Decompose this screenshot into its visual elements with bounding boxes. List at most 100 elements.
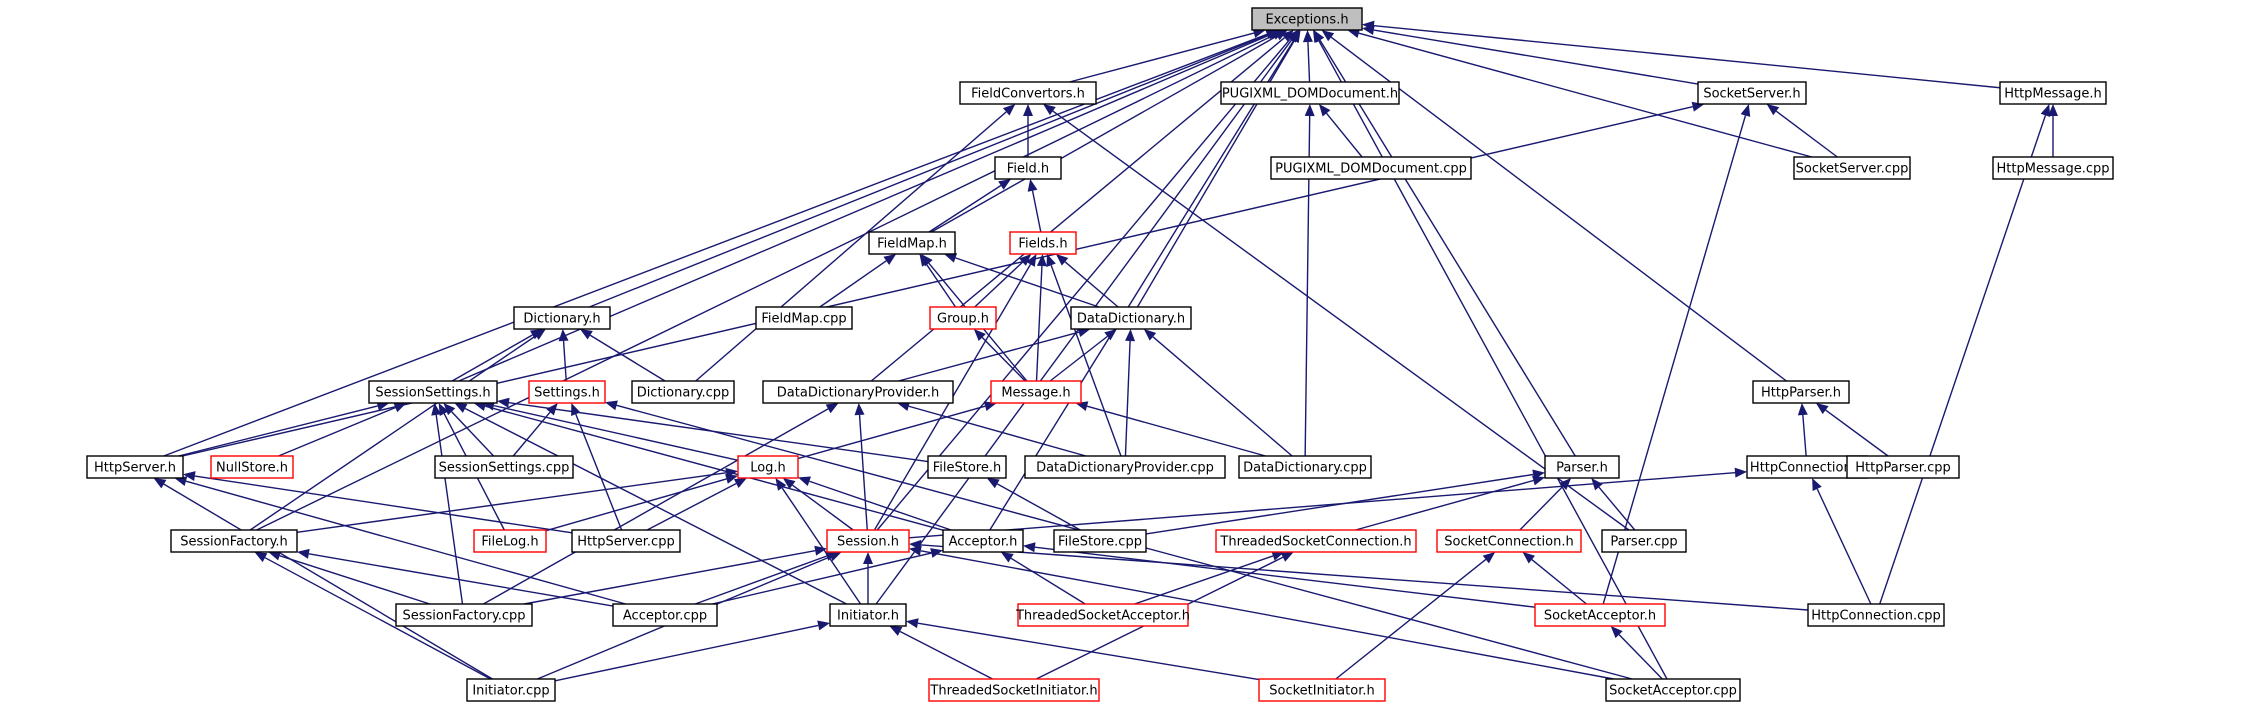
arrowhead-httpconnection_cpp-to-httpconnection_h <box>1812 478 1822 491</box>
node-httpconnection_h[interactable]: HttpConnection.h <box>1746 455 1868 479</box>
node-ddprovider_cpp[interactable]: DataDictionaryProvider.cpp <box>1024 455 1226 479</box>
node-box <box>990 380 1082 404</box>
node-datadictionary_cpp[interactable]: DataDictionary.cpp <box>1238 455 1372 479</box>
edge-socketacceptor_cpp-to-exceptions <box>1318 40 1668 680</box>
node-parser_h[interactable]: Parser.h <box>1544 455 1620 479</box>
node-socketinitiator_h[interactable]: SocketInitiator.h <box>1258 678 1386 702</box>
node-threadedsocketconnection_h[interactable]: ThreadedSocketConnection.h <box>1215 529 1417 553</box>
node-threadedsocketacceptor_h[interactable]: ThreadedSocketAcceptor.h <box>1015 603 1190 627</box>
edge-socketserver_cpp-to-socketserver_h <box>1775 110 1838 158</box>
node-fieldmap_h[interactable]: FieldMap.h <box>868 231 956 255</box>
node-sessionsettings_cpp[interactable]: SessionSettings.cpp <box>434 455 574 479</box>
node-label: Field.h <box>1007 162 1049 177</box>
node-label: DataDictionary.h <box>1077 312 1185 327</box>
node-httpmessage_cpp[interactable]: HttpMessage.cpp <box>1992 156 2114 180</box>
arrowhead-nullstore_h-to-sessionsettings_h <box>393 402 407 413</box>
arrowhead-fieldmap_h-to-field_h <box>998 179 1011 190</box>
node-threadedsocketinitiator_h[interactable]: ThreadedSocketInitiator.h <box>928 678 1100 702</box>
node-box <box>927 455 1007 479</box>
node-fieldconvertors[interactable]: FieldConvertors.h <box>959 81 1097 105</box>
node-httpparser_cpp[interactable]: HttpParser.cpp <box>1846 455 1960 479</box>
node-pugixml[interactable]: PUGIXML_DOMDocument.h <box>1220 81 1400 105</box>
node-dictionary_h[interactable]: Dictionary.h <box>513 306 611 330</box>
node-pugixml_cpp[interactable]: PUGIXML_DOMDocument.cpp <box>1270 156 1472 180</box>
edge-sessionfactory_cpp-to-session_h <box>523 549 816 605</box>
node-socketconnection_h[interactable]: SocketConnection.h <box>1436 529 1582 553</box>
node-ddprovider_h[interactable]: DataDictionaryProvider.h <box>762 380 954 404</box>
edge-socketacceptor_h-to-acceptor_h <box>1034 546 1536 608</box>
arrowhead-fields_h-to-field_h <box>1027 179 1038 192</box>
node-box <box>755 306 853 330</box>
arrowhead-session_h-to-log_h <box>782 478 796 490</box>
node-httpconnection_cpp[interactable]: HttpConnection.cpp <box>1807 603 1945 627</box>
edge-acceptor_cpp-to-httpserver_h <box>185 480 626 605</box>
node-httpparser_h[interactable]: HttpParser.h <box>1752 380 1850 404</box>
edge-fieldmap_h-to-exceptions <box>931 35 1278 233</box>
edge-ddprovider_cpp-to-fields_h <box>1050 265 1122 457</box>
edge-threadedsocketacceptor_h-to-threadedsocketconnection_h <box>1134 555 1274 605</box>
node-filestore_h[interactable]: FileStore.h <box>927 455 1007 479</box>
node-socketacceptor_h[interactable]: SocketAcceptor.h <box>1534 603 1666 627</box>
node-box <box>737 455 799 479</box>
edge-threadedsocketinitiator_h-to-initiator_h <box>899 630 993 680</box>
node-fieldmap_cpp[interactable]: FieldMap.cpp <box>755 306 853 330</box>
node-dictionary_cpp[interactable]: Dictionary.cpp <box>631 380 735 404</box>
node-box <box>1053 529 1147 553</box>
node-box <box>1436 529 1582 553</box>
node-acceptor_h[interactable]: Acceptor.h <box>942 529 1024 553</box>
node-httpmessage_h[interactable]: HttpMessage.h <box>1999 81 2107 105</box>
node-label: NullStore.h <box>216 461 288 476</box>
node-httpserver_h[interactable]: HttpServer.h <box>86 455 184 479</box>
node-box <box>1017 603 1189 627</box>
node-socketserver_h[interactable]: SocketServer.h <box>1697 81 1807 105</box>
arrowhead-session_h-to-httpconnection_h <box>1734 467 1747 478</box>
edge-initiator_cpp-to-initiator_h <box>554 624 819 682</box>
node-box <box>1258 678 1386 702</box>
node-nullstore_h[interactable]: NullStore.h <box>210 455 294 479</box>
node-fields_h[interactable]: Fields.h <box>1009 231 1077 255</box>
node-socketserver_cpp[interactable]: SocketServer.cpp <box>1793 156 1911 180</box>
arrowhead-settings_h-to-dictionary_h <box>558 329 569 342</box>
node-sessionfactory_cpp[interactable]: SessionFactory.cpp <box>395 603 533 627</box>
node-label: SessionSettings.cpp <box>439 461 570 476</box>
node-label: SessionSettings.h <box>375 386 490 401</box>
node-datadictionary_h[interactable]: DataDictionary.h <box>1070 306 1192 330</box>
edge-socketserver_cpp-to-exceptions <box>1358 32 1812 158</box>
node-settings_h[interactable]: Settings.h <box>528 380 606 404</box>
node-filestore_cpp[interactable]: FileStore.cpp <box>1053 529 1147 553</box>
edge-settings_h-to-dictionary_h <box>562 340 567 382</box>
node-sessionfactory_h[interactable]: SessionFactory.h <box>170 529 298 553</box>
node-parser_cpp[interactable]: Parser.cpp <box>1601 529 1687 553</box>
edge-group_h-to-fields_h <box>974 261 1023 308</box>
arrowhead-httpconnection_h-to-httpparser_h <box>1797 403 1808 416</box>
edge-httpconnection_cpp-to-httpmessage_h <box>1879 115 2047 605</box>
node-socketacceptor_cpp[interactable]: SocketAcceptor.cpp <box>1605 678 1741 702</box>
edge-initiator_cpp-to-httpserver_h <box>163 483 493 680</box>
edge-sessionfactory_cpp-to-sessionfactory_h <box>279 555 431 605</box>
node-sessionsettings_h[interactable]: SessionSettings.h <box>368 380 498 404</box>
node-label: Parser.h <box>1556 461 1608 476</box>
node-initiator_h[interactable]: Initiator.h <box>829 603 907 627</box>
node-label: Initiator.h <box>837 609 899 624</box>
node-box <box>1999 81 2107 105</box>
edge-ddprovider_cpp-to-ddprovider_h <box>908 405 1087 457</box>
node-exceptions[interactable]: Exceptions.h <box>1251 7 1363 31</box>
node-box <box>1070 306 1192 330</box>
node-group_h[interactable]: Group.h <box>929 306 997 330</box>
node-box <box>368 380 498 404</box>
edge-sessionfactory_h-to-log_h <box>296 472 727 533</box>
edge-httpconnection_h-to-httpparser_h <box>1802 414 1807 457</box>
node-acceptor_cpp[interactable]: Acceptor.cpp <box>612 603 718 627</box>
arrowhead-socketinitiator_h-to-initiator_h <box>906 618 919 629</box>
node-filelog_h[interactable]: FileLog.h <box>473 529 547 553</box>
node-label: ThreadedSocketInitiator.h <box>929 684 1097 699</box>
arrowhead-threadedsocketinitiator_h-to-threadedsocketconnection_h <box>1280 552 1294 562</box>
node-log_h[interactable]: Log.h <box>737 455 799 479</box>
node-message_h[interactable]: Message.h <box>990 380 1082 404</box>
node-field_h[interactable]: Field.h <box>994 156 1062 180</box>
node-initiator_cpp[interactable]: Initiator.cpp <box>466 678 556 702</box>
node-session_h[interactable]: Session.h <box>826 529 910 553</box>
arrowhead-socketserver_cpp-to-socketserver_h <box>1766 104 1780 116</box>
node-httpserver_cpp[interactable]: HttpServer.cpp <box>571 529 681 553</box>
node-label: Log.h <box>750 461 786 476</box>
